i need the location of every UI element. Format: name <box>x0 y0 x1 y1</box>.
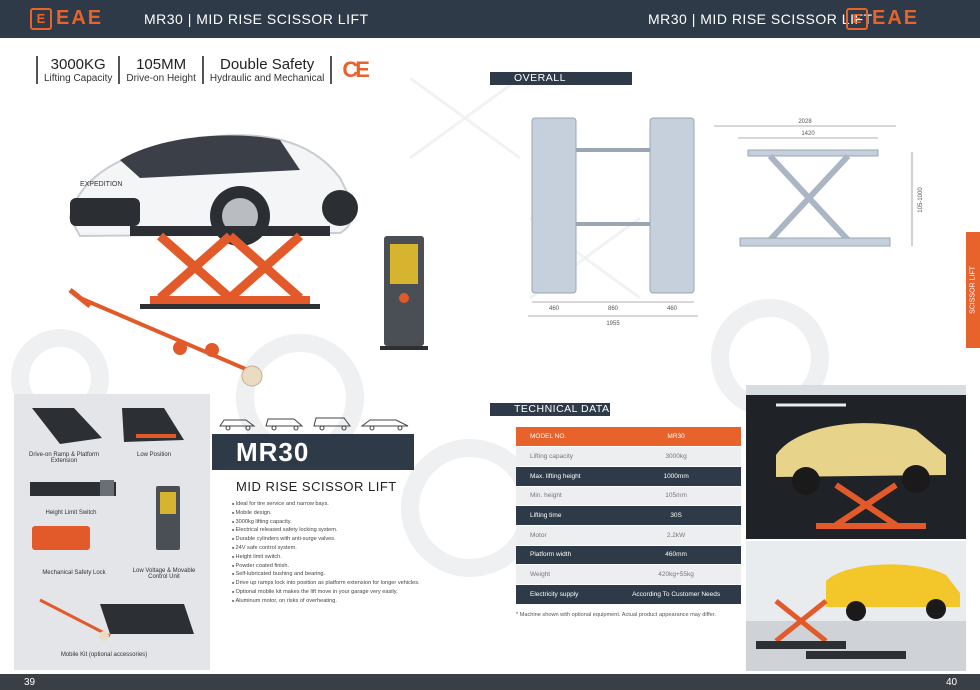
spec-drive-on-height: 105MM Drive-on Height <box>118 56 201 84</box>
row-value: 2.2kW <box>611 524 741 546</box>
photo-lift-showroom <box>746 541 966 671</box>
side-tab-label: SCISSOR LIFT <box>969 266 977 314</box>
acc-label-safety-lock: Mechanical Safety Lock <box>42 570 106 576</box>
spec-safety: Double Safety Hydraulic and Mechanical <box>201 56 333 84</box>
dim-right-width: 460 <box>667 306 678 312</box>
dim-height: 105-1000 <box>918 187 924 213</box>
row-label: Max. lifting height <box>516 465 612 487</box>
acc-label-low-position: Low Position <box>136 452 172 458</box>
row-label: Lifting capacity <box>516 446 612 467</box>
row-label: Min. height <box>516 485 612 506</box>
feature-item: Height limit switch. <box>232 553 420 562</box>
row-label: MODEL NO. <box>516 427 612 447</box>
logo-mark-icon: E <box>846 7 868 30</box>
row-value: 420kg+55kg <box>611 564 741 585</box>
spec-value: 105MM <box>136 56 187 73</box>
row-label: Weight <box>516 564 612 585</box>
row-label: Lifting time <box>516 505 612 526</box>
spec-value: Double Safety <box>220 56 315 73</box>
acc-label-ramp: Drive-on Ramp & Platform Extension <box>28 452 100 464</box>
dim-left-width: 460 <box>549 306 560 312</box>
feature-list: Ideal for tire service and narrow bays.M… <box>232 500 420 606</box>
dimension-drawing: 460 860 460 1955 2028 1420 105-1000 <box>528 117 924 327</box>
spec-label: Drive-on Height <box>126 73 196 84</box>
row-label: Motor <box>516 524 612 546</box>
feature-item: Mobile design. <box>232 509 420 518</box>
row-value: 3000kg <box>611 446 741 467</box>
feature-item: Durable cylinders with anti-surge valves… <box>232 535 420 544</box>
brand-name: EAE <box>872 7 920 29</box>
dim-gap: 860 <box>608 306 619 312</box>
left-page-title: MR30 | MID RISE SCISSOR LIFT <box>144 11 369 27</box>
feature-item: Aluminum motor, on risks of overheating. <box>232 597 420 606</box>
feature-item: Self-lubricated bushing and bearing. <box>232 570 420 579</box>
side-tab: SCISSOR LIFT <box>966 232 980 348</box>
model-name: MR30 <box>236 437 310 467</box>
spec-label: Hydraulic and Mechanical <box>209 73 325 84</box>
acc-label-height-limit: Height Limit Switch <box>45 510 97 516</box>
feature-item: Electrical released safety locking syste… <box>232 526 420 535</box>
brand-logo-right: E EAE <box>846 7 919 30</box>
acc-label-control-unit: Low Voltage & Movable Control Unit <box>132 568 196 580</box>
feature-item: Optional mobile kit makes the lift move … <box>232 588 420 597</box>
row-value: 460mm <box>611 544 741 565</box>
model-subtitle: MID RISE SCISSOR LIFT <box>236 479 397 494</box>
page-number-right: 40 <box>946 677 958 688</box>
model-banner <box>212 434 414 470</box>
row-label: Platform width <box>516 544 612 565</box>
row-label: Electricity supply <box>516 584 612 605</box>
logo-mark-icon: E <box>30 7 52 30</box>
row-value: 105mm <box>611 485 741 506</box>
feature-item: 24V safe control system. <box>232 544 420 553</box>
feature-item: Ideal for tire service and narrow bays. <box>232 500 420 509</box>
spec-capacity: 3000KG Lifting Capacity <box>36 56 118 84</box>
dim-total-width: 1955 <box>606 321 620 327</box>
disclaimer-note: * Machine shown with optional equipment.… <box>516 612 716 618</box>
accessories-illustrations <box>30 408 194 641</box>
page-number-left: 39 <box>24 677 36 688</box>
spec-label: Lifting Capacity <box>44 73 113 84</box>
accessories-panel: Drive-on Ramp & Platform Extension Low P… <box>14 394 210 670</box>
table-row: MODEL NO.MR30 <box>516 427 741 447</box>
photo-lift-garage <box>746 385 966 539</box>
acc-label-mobile-kit: Mobile Kit (optional accessories) <box>60 652 148 658</box>
feature-item: Powder coated finish. <box>232 562 420 571</box>
bottom-bar: 39 40 <box>0 674 980 690</box>
dim-inner-length: 1420 <box>801 131 815 137</box>
dim-total-length: 2028 <box>798 119 812 125</box>
row-value: 1000mm <box>611 465 741 487</box>
row-value: MR30 <box>611 427 741 447</box>
feature-item: 3000kg lifting capacity. <box>232 518 420 527</box>
brand-logo-left: E EAE <box>30 7 103 30</box>
vehicle-type-icons <box>219 417 409 431</box>
spec-value: 3000KG <box>50 56 106 73</box>
hero-lift-image: EXPEDITION <box>68 134 428 387</box>
overall-dimension-header: OVERALL DIMENSION <box>490 72 632 97</box>
top-bar: E EAE MR30 | MID RISE SCISSOR LIFT MR30 … <box>0 0 980 38</box>
row-value: According To Customer Needs <box>611 584 741 605</box>
technical-data-header: TECHNICAL DATA <box>490 403 610 416</box>
right-page-title: MR30 | MID RISE SCISSOR LIFT <box>648 11 873 27</box>
key-specs: 3000KG Lifting Capacity 105MM Drive-on H… <box>36 56 370 84</box>
feature-item: Drive up ramps lock into position as pla… <box>232 579 420 588</box>
row-value: 30S <box>611 505 741 526</box>
svg-text:EXPEDITION: EXPEDITION <box>80 181 122 188</box>
brand-name: EAE <box>56 7 104 29</box>
ce-mark-icon: CE <box>342 57 370 82</box>
